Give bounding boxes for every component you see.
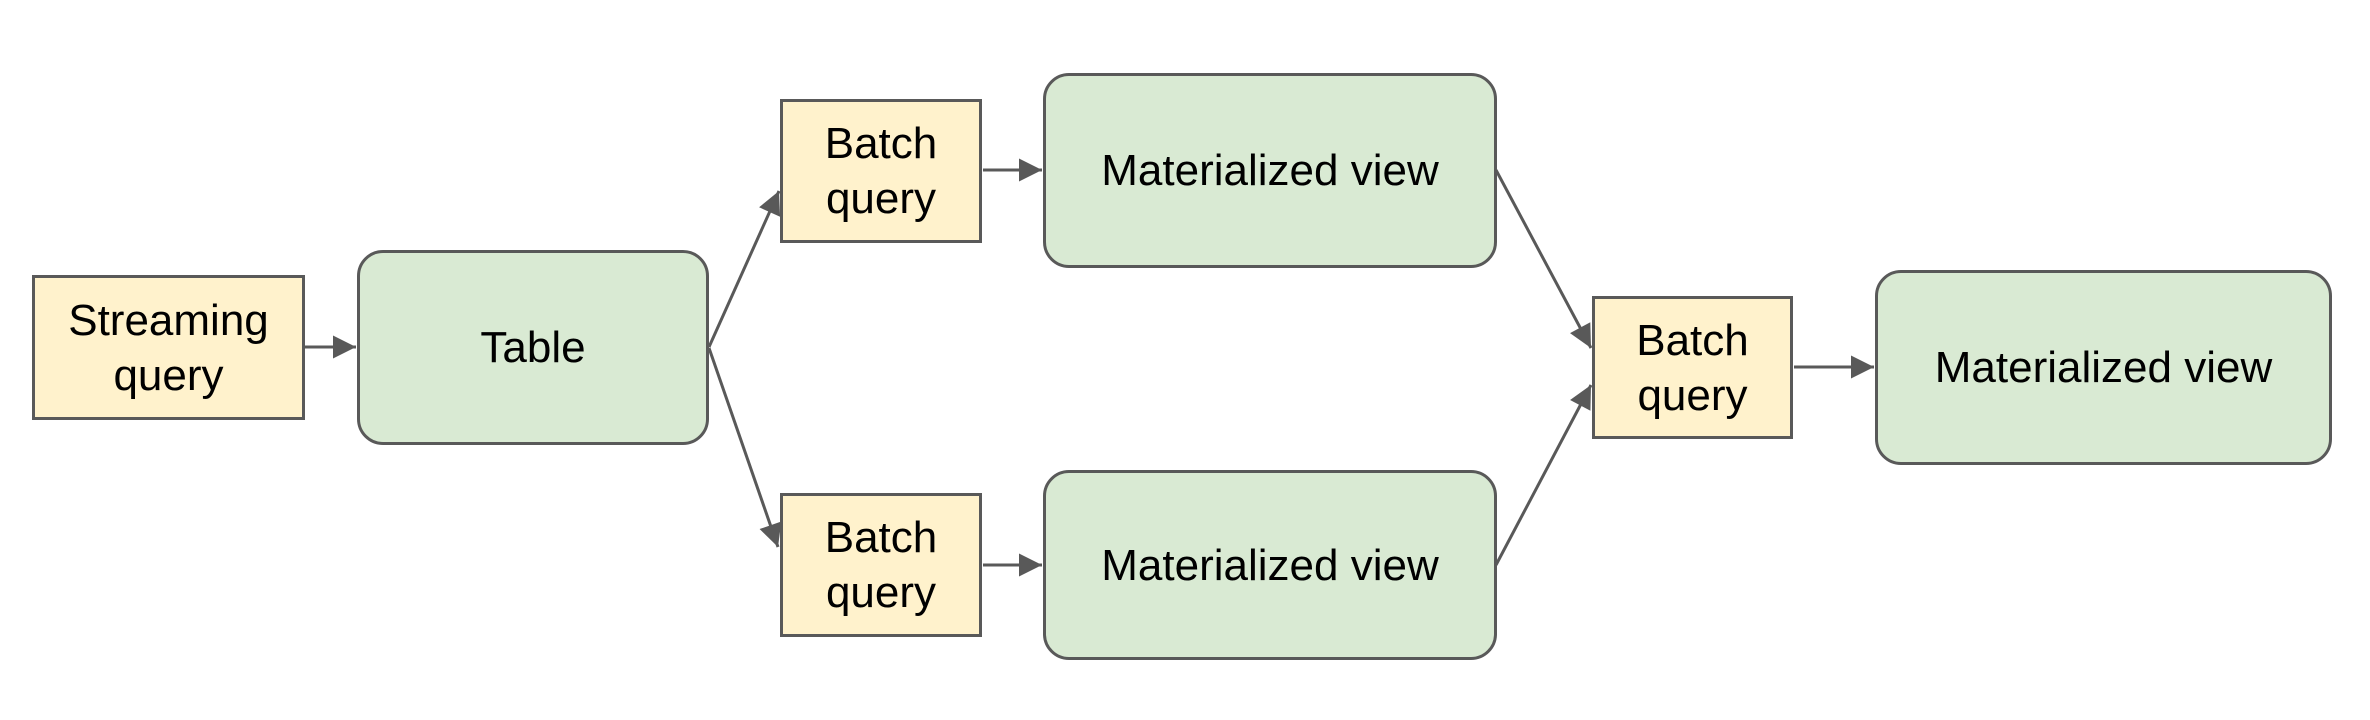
node-batch-query-top: Batch query bbox=[780, 99, 982, 243]
node-batch-query-top-label: Batch query bbox=[824, 119, 938, 223]
node-materialized-view-bottom-label: Materialized view bbox=[1101, 540, 1439, 590]
node-batch-query-right-label: Batch query bbox=[1636, 315, 1749, 420]
edge-table-to-batch-query-bottom bbox=[707, 347, 782, 548]
node-streaming-query-label: Streaming query bbox=[68, 295, 269, 400]
node-streaming-query: Streaming query bbox=[32, 275, 305, 420]
node-materialized-view-right-label: Materialized view bbox=[1934, 343, 2273, 392]
node-batch-query-bottom-label: Batch query bbox=[824, 513, 938, 617]
edge-materialized-view-bottom-to-batch-query-right bbox=[1494, 384, 1593, 566]
node-batch-query-bottom: Batch query bbox=[780, 493, 982, 637]
node-materialized-view-top: Materialized view bbox=[1043, 73, 1497, 268]
node-materialized-view-right: Materialized view bbox=[1875, 270, 2332, 465]
node-materialized-view-top-label: Materialized view bbox=[1101, 146, 1439, 195]
edge-table-to-batch-query-top bbox=[707, 190, 781, 348]
edge-materialized-view-top-to-batch-query-right bbox=[1494, 169, 1593, 349]
node-batch-query-right: Batch query bbox=[1592, 296, 1793, 439]
node-table: Table bbox=[357, 250, 709, 445]
node-table-label: Table bbox=[480, 323, 586, 372]
node-materialized-view-bottom: Materialized view bbox=[1043, 470, 1497, 660]
